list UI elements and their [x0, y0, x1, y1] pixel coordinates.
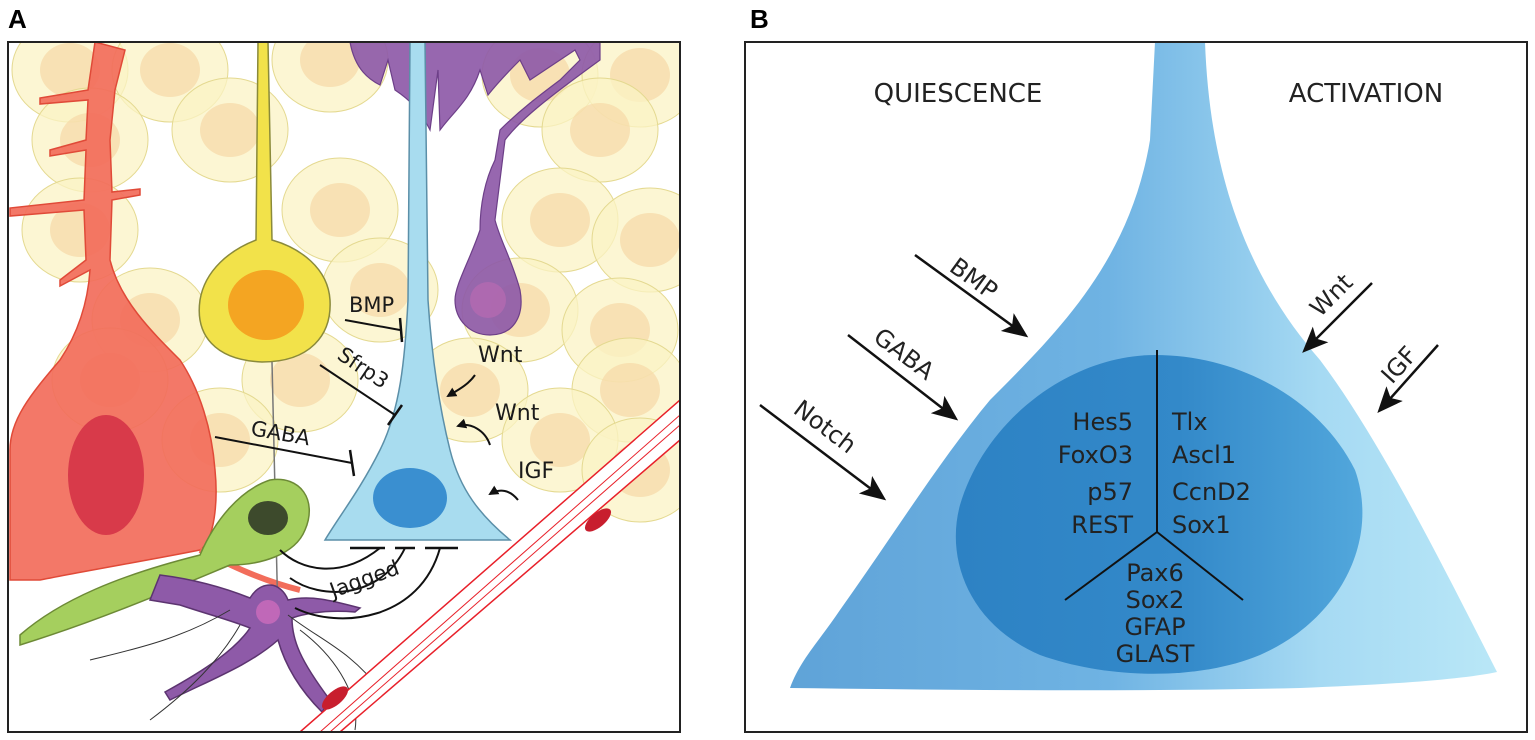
- granule-cell-nucleus: [440, 363, 500, 417]
- gene-shared: GFAP: [1124, 613, 1185, 641]
- granule-cell-nucleus: [310, 183, 370, 237]
- red-blood-cell: [584, 508, 612, 532]
- arrow-igf: [488, 485, 519, 501]
- divider-left: [1064, 531, 1158, 601]
- arrow-igf: [1377, 344, 1439, 413]
- arrow-notch: [759, 404, 887, 501]
- panel-a-letter: A: [8, 4, 27, 34]
- panel-a: BMP Sfrp3 Wnt Wnt GABA IGF Jagged: [9, 42, 680, 732]
- granule-cell-nucleus: [530, 193, 590, 247]
- immature-neuron-nucleus: [248, 501, 288, 535]
- red-blood-cell: [321, 686, 349, 710]
- granule-cell-nucleus: [270, 353, 330, 407]
- arrow-wnt-mid: [456, 418, 491, 446]
- granule-cell-nucleus: [140, 43, 200, 97]
- inhibition-bmp: [344, 317, 404, 343]
- activation-gene-list: Tlx Ascl1 CcnD2 Sox1: [1171, 408, 1251, 539]
- gene-quiescence: Hes5: [1072, 408, 1133, 436]
- heading-quiescence: QUIESCENCE: [874, 79, 1043, 109]
- arrow-bmp: [914, 253, 1029, 338]
- gene-shared: Pax6: [1126, 559, 1184, 587]
- granule-cell-nucleus: [530, 413, 590, 467]
- stem-cell-nucleus: [373, 468, 447, 528]
- label-jagged: Jagged: [325, 556, 403, 604]
- nucleus: [955, 355, 1363, 674]
- inhibition-sfrp3: [319, 364, 404, 426]
- gene-shared: Sox2: [1126, 586, 1185, 614]
- interneuron-nucleus: [68, 415, 144, 535]
- granule-cell-nucleus: [350, 263, 410, 317]
- label-notch: Notch: [788, 394, 861, 459]
- gene-quiescence: FoxO3: [1058, 441, 1133, 469]
- label-wnt-mid: Wnt: [495, 401, 540, 426]
- inhibition-gaba: [214, 436, 356, 477]
- heading-activation: ACTIVATION: [1289, 79, 1443, 109]
- inhibition-jagged: [279, 546, 458, 620]
- radial-astrocyte: [349, 42, 601, 336]
- granule-cell-nucleus: [620, 213, 680, 267]
- mature-neuron: [198, 42, 331, 621]
- stem-cell: [323, 42, 513, 541]
- gene-shared: GLAST: [1116, 640, 1195, 668]
- panel-b-letter: B: [750, 4, 769, 34]
- shared-gene-list: Pax6 Sox2 GFAP GLAST: [1116, 559, 1195, 668]
- divider-right: [1156, 531, 1244, 601]
- arrow-gaba: [847, 334, 959, 421]
- panel-a-frame: [7, 41, 681, 733]
- panel-b-frame: [744, 41, 1528, 733]
- gene-activation: CcnD2: [1172, 478, 1251, 506]
- label-igf: IGF: [518, 459, 554, 484]
- gene-activation: Sox1: [1172, 511, 1231, 539]
- label-wnt-top: Wnt: [478, 343, 523, 368]
- granule-cell-nucleus: [200, 103, 260, 157]
- label-gaba: GABA: [868, 322, 940, 386]
- background-granule-cells: [11, 42, 680, 523]
- label-wnt: Wnt: [1304, 268, 1358, 322]
- gene-activation: Tlx: [1171, 408, 1208, 436]
- mature-neuron-nucleus: [228, 270, 304, 340]
- granule-cell-nucleus: [600, 363, 660, 417]
- granule-cell-nucleus: [570, 103, 630, 157]
- panel-b: QUIESCENCE ACTIVATION BMP GABA Notch Wnt…: [759, 42, 1497, 691]
- astrocyte: [89, 574, 381, 731]
- granule-cell-nucleus: [300, 42, 360, 87]
- granule-cell-nucleus: [40, 43, 100, 97]
- arrow-wnt: [1302, 282, 1373, 353]
- interneuron: [9, 42, 301, 593]
- label-bmp: BMP: [349, 293, 394, 317]
- gene-quiescence: p57: [1087, 478, 1133, 506]
- gene-quiescence: REST: [1071, 511, 1133, 539]
- arrow-wnt-top: [446, 374, 476, 398]
- gene-activation: Ascl1: [1172, 441, 1236, 469]
- quiescence-gene-list: Hes5 FoxO3 p57 REST: [1058, 408, 1134, 539]
- label-igf: IGF: [1376, 341, 1423, 389]
- blood-vessel: [298, 399, 680, 732]
